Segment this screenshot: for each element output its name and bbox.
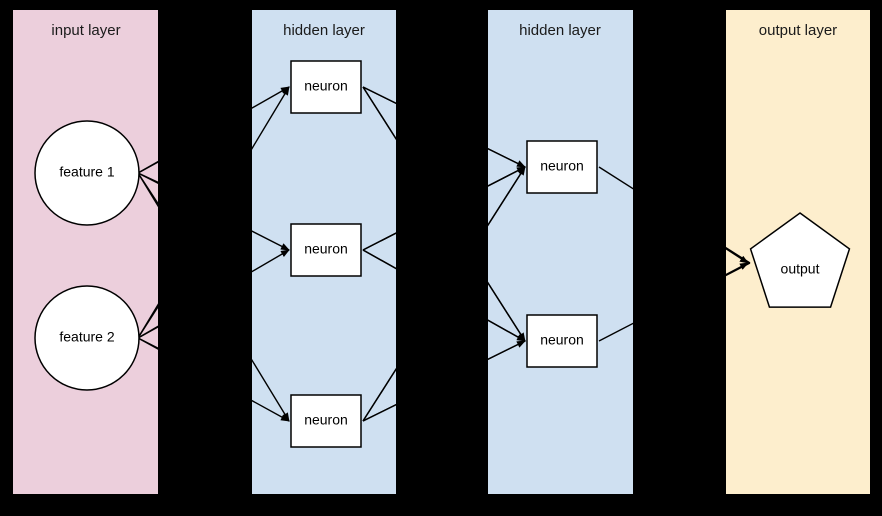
connection-edge [137,172,290,422]
node-label: output [781,261,820,277]
layer-panels [13,10,870,494]
node-label: neuron [540,158,584,174]
node-feature-2[interactable]: feature 2 [34,285,140,391]
edge-group-input-to-hidden1-right [137,86,290,422]
node-label: neuron [304,412,348,428]
node-h2-neuron-2[interactable]: neuron [526,314,598,368]
node-h1-neuron-2[interactable]: neuron [290,223,362,277]
connection-edge [598,262,751,342]
node-label: feature 1 [59,164,114,180]
layer-title-hidden-1: hidden layer [283,22,365,39]
connection-edge [598,166,751,264]
node-feature-1[interactable]: feature 1 [34,120,140,226]
rect-shape [290,223,362,277]
connection-edge [137,172,290,251]
layer-title-hidden-2: hidden layer [519,22,601,39]
layer-titles: input layer hidden layer hidden layer outpu… [51,22,837,39]
layer-title-input: input layer [51,22,120,39]
circle-shape [34,285,140,391]
layer-title-output: output layer [759,22,837,39]
node-h2-neuron-1[interactable]: neuron [526,140,598,194]
node-label: feature 2 [59,329,114,345]
node-h1-neuron-3[interactable]: neuron [290,394,362,448]
rect-shape [290,394,362,448]
node-label: neuron [304,241,348,257]
edge-group-hidden2-to-output-left [598,166,751,342]
connection-edge [362,249,526,342]
connections [137,86,751,422]
nodes: feature 1 feature 2 neuron neuron neuron neur… [34,60,851,448]
connection-edge [137,249,290,339]
layer-panel-hidden-2 [488,10,633,494]
connection-edge [362,166,526,251]
rect-shape [290,60,362,114]
node-h1-neuron-1[interactable]: neuron [290,60,362,114]
layer-panel-input [13,10,158,494]
rect-shape [526,314,598,368]
node-label: neuron [304,78,348,94]
edge-group-hidden1-to-hidden2-right [362,86,526,422]
connection-edge [362,86,526,342]
pentagon-shape [749,212,851,308]
node-output-node[interactable]: output [749,212,851,308]
connection-edge [362,166,526,422]
connection-edge [362,86,526,168]
circle-shape [34,120,140,226]
connection-edge [137,337,290,422]
connection-edge [362,340,526,422]
connection-edge [137,86,290,174]
connection-edge [137,86,290,339]
node-label: neuron [540,332,584,348]
rect-shape [526,140,598,194]
